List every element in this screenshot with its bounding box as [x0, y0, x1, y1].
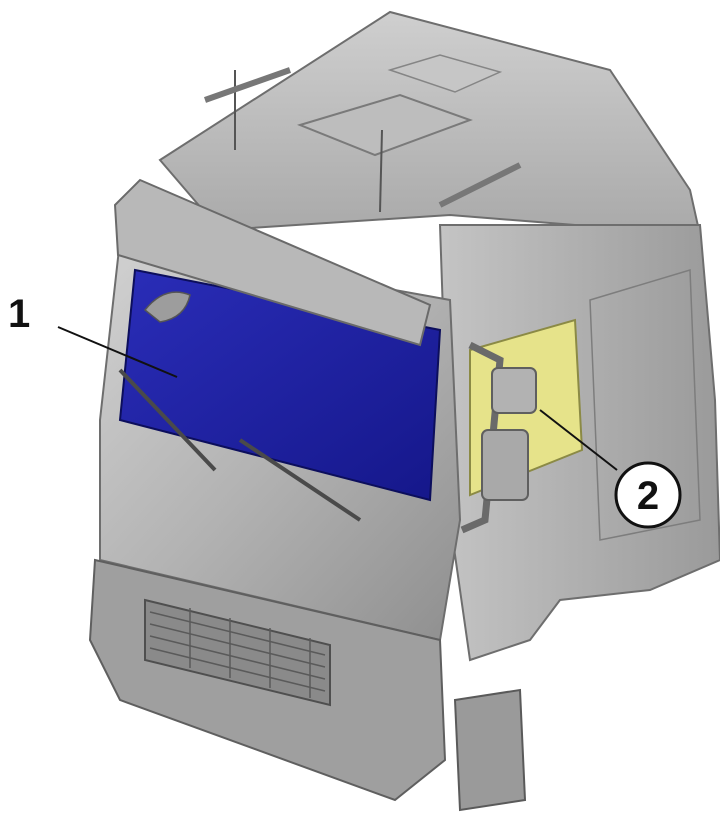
step [453, 688, 527, 812]
wiper-left [118, 368, 217, 472]
roof-vent [387, 54, 503, 93]
callout-2-circle [614, 461, 682, 529]
horn-left [204, 67, 291, 103]
interior-mirror [143, 291, 191, 323]
sun-visor [113, 178, 432, 347]
horn-right [438, 162, 522, 208]
leader-line-2 [539, 409, 618, 471]
callout-1: 1 [8, 292, 30, 336]
leader-line-1 [57, 326, 178, 378]
antenna-right [379, 129, 383, 213]
wide-angle-mirror [481, 429, 529, 501]
side-panel-line [589, 269, 701, 541]
wiper-right [238, 438, 362, 522]
callout-2: 2 [637, 474, 659, 518]
front-grille [144, 598, 331, 707]
main-mirror [491, 367, 537, 414]
roof-hatch [296, 93, 473, 157]
